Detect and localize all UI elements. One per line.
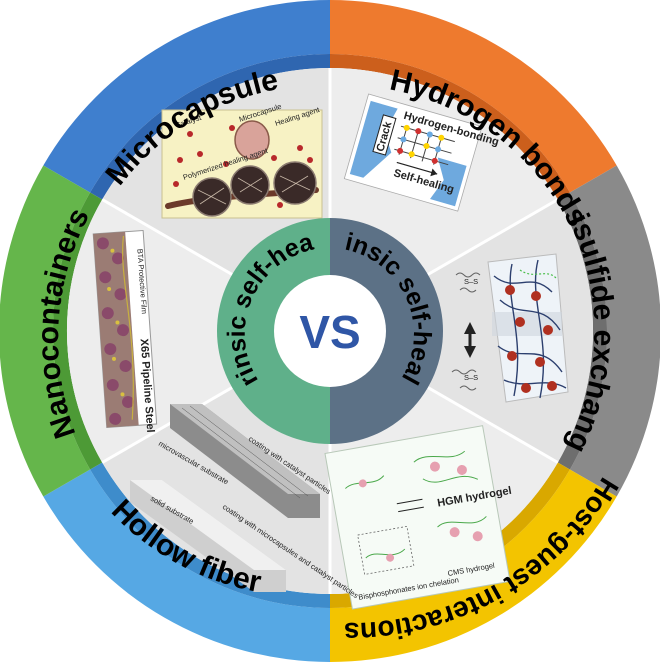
panel-disulfide: S–S S–S [451,253,569,403]
vs-label: VS [299,306,360,358]
band-microcapsule [90,54,330,200]
band-hydrogen [330,54,570,200]
svg-text:S–S: S–S [464,373,478,382]
sector-host-guest [330,469,617,662]
sector-hollow-fiber [43,469,331,662]
sector-microcapsule [43,0,331,193]
inner-extrinsic [217,218,330,444]
center-circle [274,275,386,387]
inner-intrinsic [330,218,443,444]
sector-nanocontainers [0,165,91,497]
sector-disulfide-exchange [569,165,660,497]
microcapsule-sphere-icon [234,120,270,160]
panel-microcapsule: Catalyst Microcapsule Healing agent Poly… [161,102,323,219]
band-nano [52,192,103,470]
svg-text:S–S: S–S [464,277,478,286]
panel-host-guest: HGM hydrogel CMS hydrogel Bisphosphonate… [324,425,513,610]
band-hollow [90,462,330,608]
panel-nanocontainers: BTA Protective Film X65 Pipeline Steel [92,229,158,433]
band-disulfide [557,192,608,470]
sector-hydrogen-bonds [330,0,617,193]
